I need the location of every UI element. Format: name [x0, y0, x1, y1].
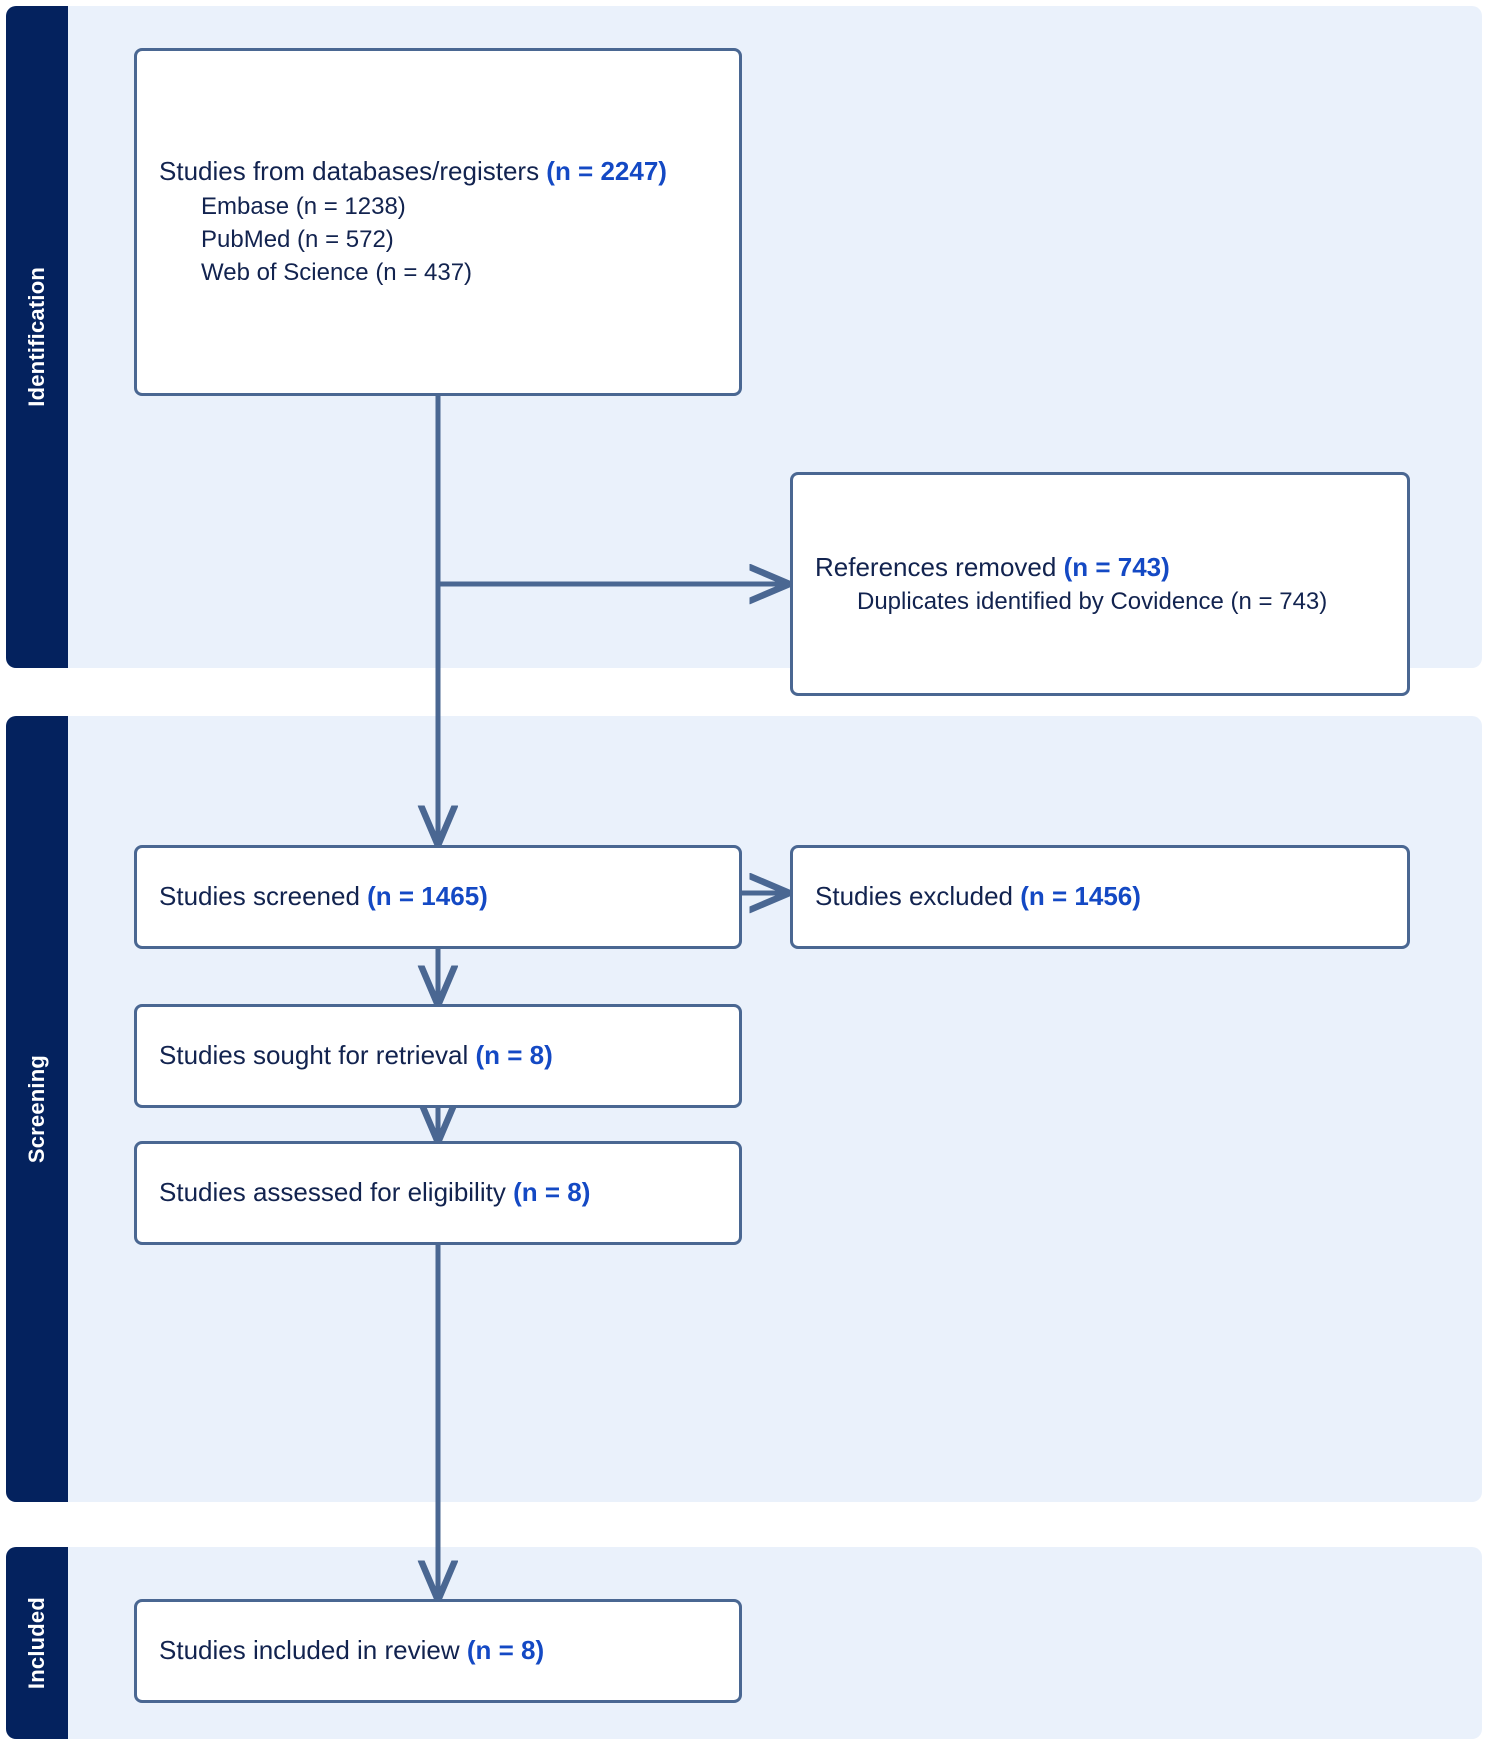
stage-label-included-text: Included	[24, 1596, 49, 1690]
excluded-title-count: (n = 1456)	[1020, 881, 1141, 912]
stage-label-screening-text: Screening	[24, 1054, 49, 1164]
references-removed-title-text: References removed	[815, 551, 1064, 582]
box-studies-sought-for-retrieval: Studies sought for retrieval (n = 8)	[134, 1004, 742, 1108]
references-removed-title-count: (n = 743)	[1063, 551, 1170, 582]
stage-label-included: Included	[6, 1547, 68, 1739]
assessed-title-count: (n = 8)	[513, 1177, 591, 1208]
included-title-text: Studies included in review	[159, 1635, 467, 1666]
stage-band-screening: Screening	[6, 716, 1482, 1502]
databases-source-web-of-science: Web of Science (n = 437)	[201, 259, 473, 287]
screened-title-count: (n = 1465)	[367, 881, 488, 912]
databases-source-pubmed: PubMed (n = 572)	[201, 226, 394, 254]
screened-title-text: Studies screened	[159, 881, 368, 912]
box-studies-screened: Studies screened (n = 1465)	[134, 845, 742, 949]
stage-label-screening: Screening	[6, 716, 68, 1502]
assessed-title-line: Studies assessed for eligibility (n = 8)	[159, 1175, 717, 1211]
stage-label-identification-text: Identification	[24, 267, 49, 407]
excluded-title-line: Studies excluded (n = 1456)	[815, 879, 1385, 915]
excluded-title-text: Studies excluded	[815, 881, 1021, 912]
included-title-count: (n = 8)	[466, 1635, 545, 1666]
sought-title-text: Studies sought for retrieval	[159, 1040, 476, 1071]
stage-label-identification: Identification	[6, 6, 68, 668]
databases-title-count: (n = 2247)	[546, 156, 667, 187]
included-title-line: Studies included in review (n = 8)	[159, 1633, 717, 1669]
box-studies-from-databases: Studies from databases/registers (n = 22…	[134, 48, 742, 396]
box-references-removed: References removed (n = 743) Duplicates …	[790, 472, 1410, 696]
box-studies-excluded: Studies excluded (n = 1456)	[790, 845, 1410, 949]
databases-title-text: Studies from databases/registers	[159, 156, 547, 187]
databases-title-line: Studies from databases/registers (n = 22…	[159, 154, 717, 190]
databases-source-embase: Embase (n = 1238)	[201, 193, 406, 221]
sought-title-count: (n = 8)	[475, 1040, 553, 1071]
assessed-title-text: Studies assessed for eligibility	[159, 1177, 514, 1208]
screened-title-line: Studies screened (n = 1465)	[159, 879, 717, 915]
box-studies-included-in-review: Studies included in review (n = 8)	[134, 1599, 742, 1703]
references-removed-title-line: References removed (n = 743)	[815, 550, 1385, 586]
box-studies-assessed-for-eligibility: Studies assessed for eligibility (n = 8)	[134, 1141, 742, 1245]
sought-title-line: Studies sought for retrieval (n = 8)	[159, 1038, 717, 1074]
references-removed-detail: Duplicates identified by Covidence (n = …	[857, 588, 1328, 616]
